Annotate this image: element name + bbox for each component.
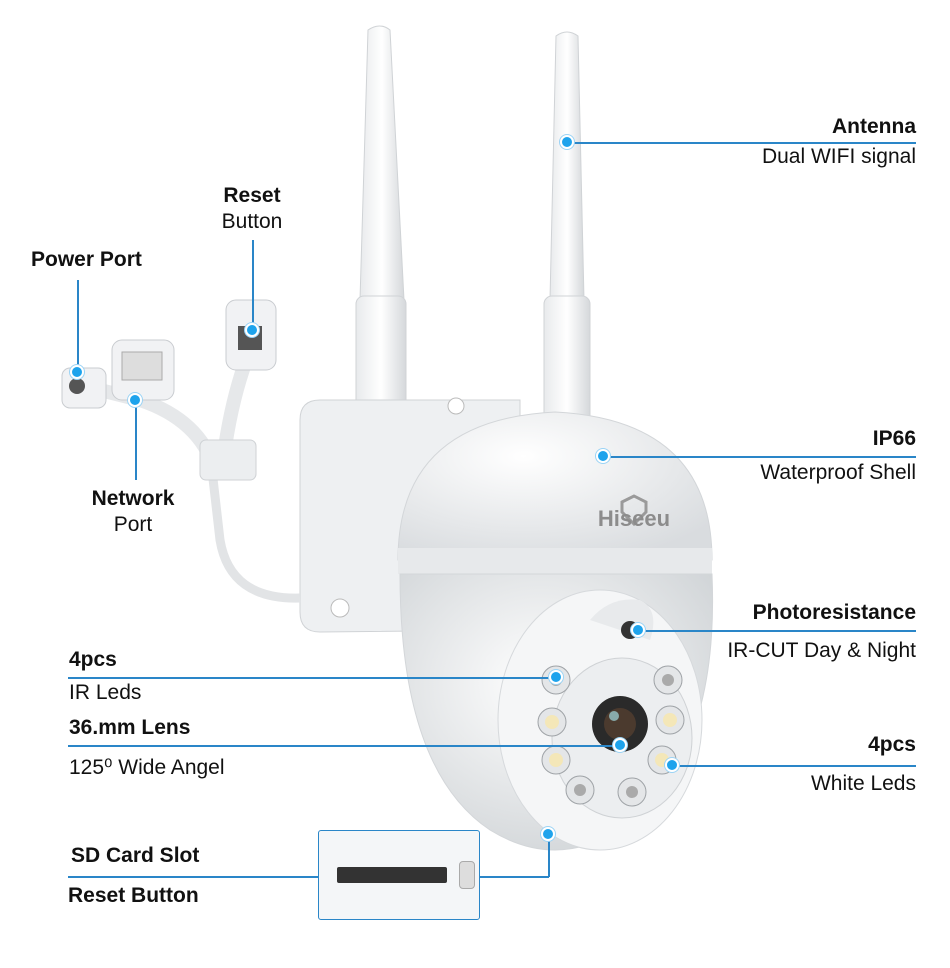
sd-leader-line [68, 876, 318, 878]
white-leds-marker [665, 758, 679, 772]
power-port-leader-line [77, 280, 79, 372]
reset-title: Reset [223, 184, 281, 207]
photoresistance-desc: IR-CUT Day & Night [727, 639, 916, 662]
ip66-leader-line [603, 456, 916, 458]
network-port-title: Network [91, 487, 175, 510]
photoresistance-marker [631, 623, 645, 637]
network-port-marker [128, 393, 142, 407]
antenna-title: Antenna [832, 115, 916, 138]
antenna-leader-line [567, 142, 916, 144]
photoresistance-leader-line [638, 630, 916, 632]
ir-leds-title: 4pcs [69, 648, 117, 671]
ir-leds-desc: IR Leds [69, 681, 142, 704]
ip66-marker [596, 449, 610, 463]
reset-desc: Button [221, 210, 283, 233]
power-port-title: Power Port [31, 248, 142, 271]
sd-desc: Reset Button [68, 884, 199, 907]
lens-desc: 125⁰ Wide Angel [69, 756, 225, 779]
antenna-desc: Dual WIFI signal [761, 145, 916, 168]
reset-marker [245, 323, 259, 337]
antenna-left [355, 25, 407, 457]
brand-logo-text: Hiseeu [598, 506, 670, 531]
sd-connector-vertical [548, 834, 550, 877]
lens-title: 36.mm Lens [69, 716, 191, 739]
antenna-right [543, 31, 591, 427]
lens-leader-line [68, 745, 620, 747]
network-port-desc: Port [113, 513, 153, 536]
ir-leds-marker [549, 670, 563, 684]
ip66-title: IP66 [872, 427, 916, 450]
network-port-leader-line [135, 400, 137, 480]
sd-card-slot-inset [318, 830, 480, 920]
antenna-marker [560, 135, 574, 149]
white-leds-leader-line [672, 765, 916, 767]
sd-marker [541, 827, 555, 841]
sd-title: SD Card Slot [71, 844, 200, 867]
reset-leader-line [252, 240, 254, 330]
lens-marker [613, 738, 627, 752]
photoresistance-title: Photoresistance [752, 601, 916, 624]
white-leds-title: 4pcs [868, 733, 916, 756]
white-leds-desc: White Leds [810, 772, 916, 795]
ip66-desc: Waterproof Shell [760, 461, 916, 484]
sd-connector-line [480, 876, 549, 878]
power-port-marker [70, 365, 84, 379]
ir-leds-leader-line [68, 677, 556, 679]
brand-logo: Hiseeu [598, 494, 670, 531]
